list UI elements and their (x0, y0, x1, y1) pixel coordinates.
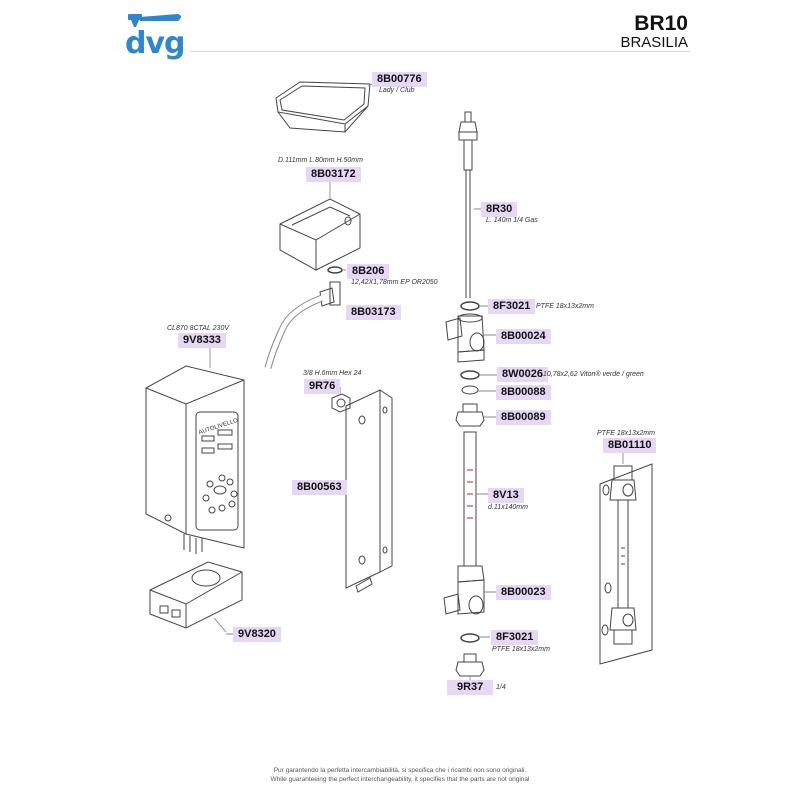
gasket-top-drawing (460, 301, 480, 311)
part-note-8f3021-top: PTFE 18x13x2mm (536, 303, 594, 310)
part-tag-8b00088[interactable]: 8B00088 (496, 385, 551, 400)
part-tag-9r37[interactable]: 9R37 (447, 680, 494, 695)
tank-drawing (279, 182, 361, 271)
plug-9r37-drawing (455, 653, 485, 682)
part-tag-8w0026[interactable]: 8W0026 (497, 367, 548, 382)
controller-box-drawing (145, 348, 245, 554)
oring-8b206-drawing (327, 266, 343, 274)
part-tag-8f3021-top[interactable]: 8F3021 (488, 299, 536, 314)
model-code: BR10 (634, 12, 688, 35)
part-note-8r30: L. 140m 1/4 Gas (486, 217, 538, 224)
part-note-8w0026: 10,78x2,62 Viton® verde / green (543, 371, 644, 378)
fitting-drawing (329, 281, 341, 306)
model-name: BRASILIA (620, 34, 688, 51)
brand-logo: dvg (125, 26, 186, 61)
part-note-8b00776: Lady / Club (379, 87, 415, 94)
part-note-8v13: d.11x140mm (488, 504, 528, 511)
part-tag-9v8333[interactable]: 9V8333 (178, 333, 226, 348)
part-tag-8b03173[interactable]: 8B03173 (346, 305, 401, 320)
nut-8b00089-drawing (455, 403, 485, 427)
level-gauge-drawing (599, 450, 653, 665)
part-tag-8b206[interactable]: 8B206 (347, 264, 390, 279)
part-tag-8b00563[interactable]: 8B00563 (292, 480, 347, 495)
part-tag-8b00776[interactable]: 8B00776 (372, 72, 427, 87)
tee-fitting-bottom-drawing (443, 565, 485, 615)
part-tag-8r30[interactable]: 8R30 (481, 202, 518, 217)
part-note-8b03172: D.111mm L.80mm H.50mm (278, 157, 363, 164)
part-tag-9r76[interactable]: 9R76 (304, 379, 341, 394)
part-note-8f3021-bottom: PTFE 18x13x2mm (492, 646, 550, 653)
gasket-bottom-drawing (460, 633, 480, 643)
part-tag-8b00023[interactable]: 8B00023 (496, 585, 551, 600)
part-note-9r76: 3/8 H.6mm Hex 24 (303, 370, 362, 377)
part-tag-8b00024[interactable]: 8B00024 (496, 329, 551, 344)
oring-8w0026-drawing (460, 370, 480, 380)
part-tag-8b03172[interactable]: 8B03172 (306, 167, 361, 182)
sight-glass-drawing (463, 431, 477, 567)
hex-nut-drawing (331, 393, 351, 413)
part-note-9v8333: CL870 8CTAL 230V (167, 325, 230, 332)
bracket-drawing (345, 389, 393, 593)
part-tag-8b01110[interactable]: 8B01110 (603, 438, 657, 453)
tee-fitting-top-drawing (445, 313, 485, 363)
part-tag-8f3021-bottom[interactable]: 8F3021 (491, 630, 539, 645)
probe-drawing (458, 111, 478, 298)
part-tag-8v13[interactable]: 8V13 (488, 488, 524, 503)
hose-drawing (264, 294, 324, 369)
disclaimer-italian: Pur garantendo la perfetta intercambiabi… (273, 767, 527, 774)
part-note-8b01110: PTFE 18x13x2mm (597, 430, 655, 437)
part-tag-8b00089[interactable]: 8B00089 (496, 410, 551, 425)
part-note-9r37: 1/4 (496, 684, 506, 691)
part-note-8b206: 12,42X1,78mm EP OR2050 (351, 279, 438, 286)
faucet-logo-icon (128, 14, 181, 27)
drip-tray-drawing (275, 81, 379, 133)
socket-base-drawing (149, 561, 243, 633)
header-divider (190, 51, 690, 52)
ring-8b00088-drawing (461, 385, 479, 395)
disclaimer-english: While guaranteeing the perfect interchan… (270, 776, 530, 783)
part-tag-9v8320[interactable]: 9V8320 (233, 627, 281, 642)
